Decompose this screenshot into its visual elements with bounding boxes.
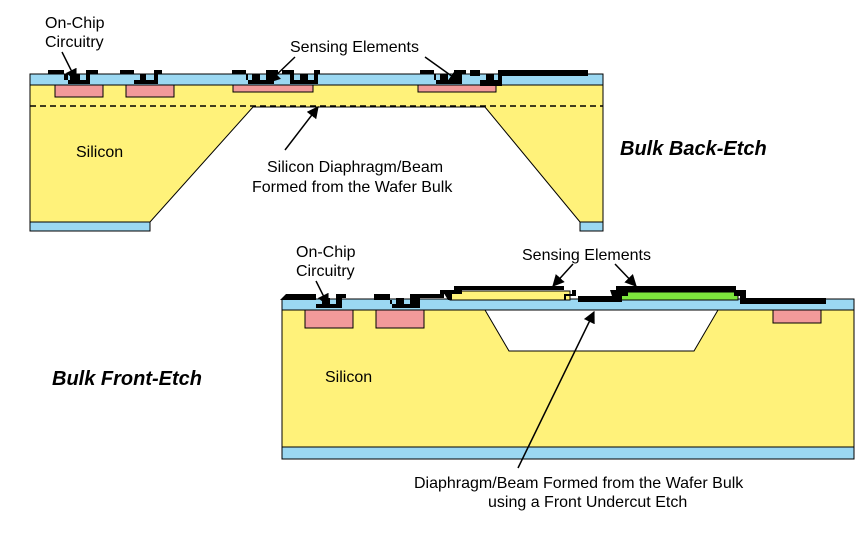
front-etch-circuit-implant-1 <box>304 309 354 329</box>
front-etch-silicon-label: Silicon <box>325 369 372 386</box>
front-etch-sensing-element-green <box>617 291 739 301</box>
back-etch-diagram: On-Chip Circuitry Sensing Elements Silic… <box>29 15 767 232</box>
front-etch-circuit-implant-2 <box>375 309 425 329</box>
front-etch-sensing-arrow-right <box>614 263 637 287</box>
front-etch-sensing-label: Sensing Elements <box>522 247 651 264</box>
back-etch-diaphragm-label-line2: Formed from the Wafer Bulk <box>252 179 453 196</box>
back-etch-circuitry-label-line2: Circuitry <box>45 34 104 51</box>
back-etch-silicon-label: Silicon <box>76 144 123 161</box>
back-etch-sensing-label: Sensing Elements <box>290 39 419 56</box>
front-etch-bottom-oxide <box>281 446 855 460</box>
front-etch-diaphragm-label-line1: Diaphragm/Beam Formed from the Wafer Bul… <box>414 475 744 492</box>
back-etch-bottom-oxide-left <box>29 221 151 232</box>
back-etch-sensing-arrow-left <box>268 56 296 83</box>
front-etch-circuitry-label-line1: On-Chip <box>296 244 356 261</box>
front-etch-undercut-cavity <box>484 309 719 352</box>
front-etch-title: Bulk Front-Etch <box>52 368 202 390</box>
back-etch-diaphragm-arrow <box>284 106 319 151</box>
front-etch-circuitry-arrow <box>315 280 329 307</box>
front-etch-diaphragm-arrow <box>517 310 595 469</box>
front-etch-circuitry-label-line2: Circuitry <box>296 263 355 280</box>
back-etch-circuitry-label-line1: On-Chip <box>45 15 105 32</box>
front-etch-sensing-element-yellow <box>449 290 571 301</box>
back-etch-sensing-element-2 <box>417 84 497 93</box>
front-etch-diaphragm-label-line2: using a Front Undercut Etch <box>488 494 687 511</box>
front-etch-circuit-implant-3 <box>772 309 822 324</box>
back-etch-metallization <box>48 70 588 86</box>
front-etch-metallization <box>280 286 826 308</box>
back-etch-sensing-arrow-right <box>424 56 461 83</box>
back-etch-circuit-implant-1 <box>54 84 104 98</box>
back-etch-circuit-implant-2 <box>125 84 175 98</box>
back-etch-bottom-oxide-right <box>579 221 604 232</box>
back-etch-diaphragm-label-line1: Silicon Diaphragm/Beam <box>267 159 443 176</box>
back-etch-circuitry-arrow <box>61 51 77 82</box>
front-etch-sensing-arrow-left <box>552 263 574 287</box>
back-etch-title: Bulk Back-Etch <box>620 138 767 160</box>
back-etch-sensing-element-1 <box>232 84 314 93</box>
front-etch-diagram: On-Chip Circuitry Sensing Elements Silic… <box>52 244 855 511</box>
